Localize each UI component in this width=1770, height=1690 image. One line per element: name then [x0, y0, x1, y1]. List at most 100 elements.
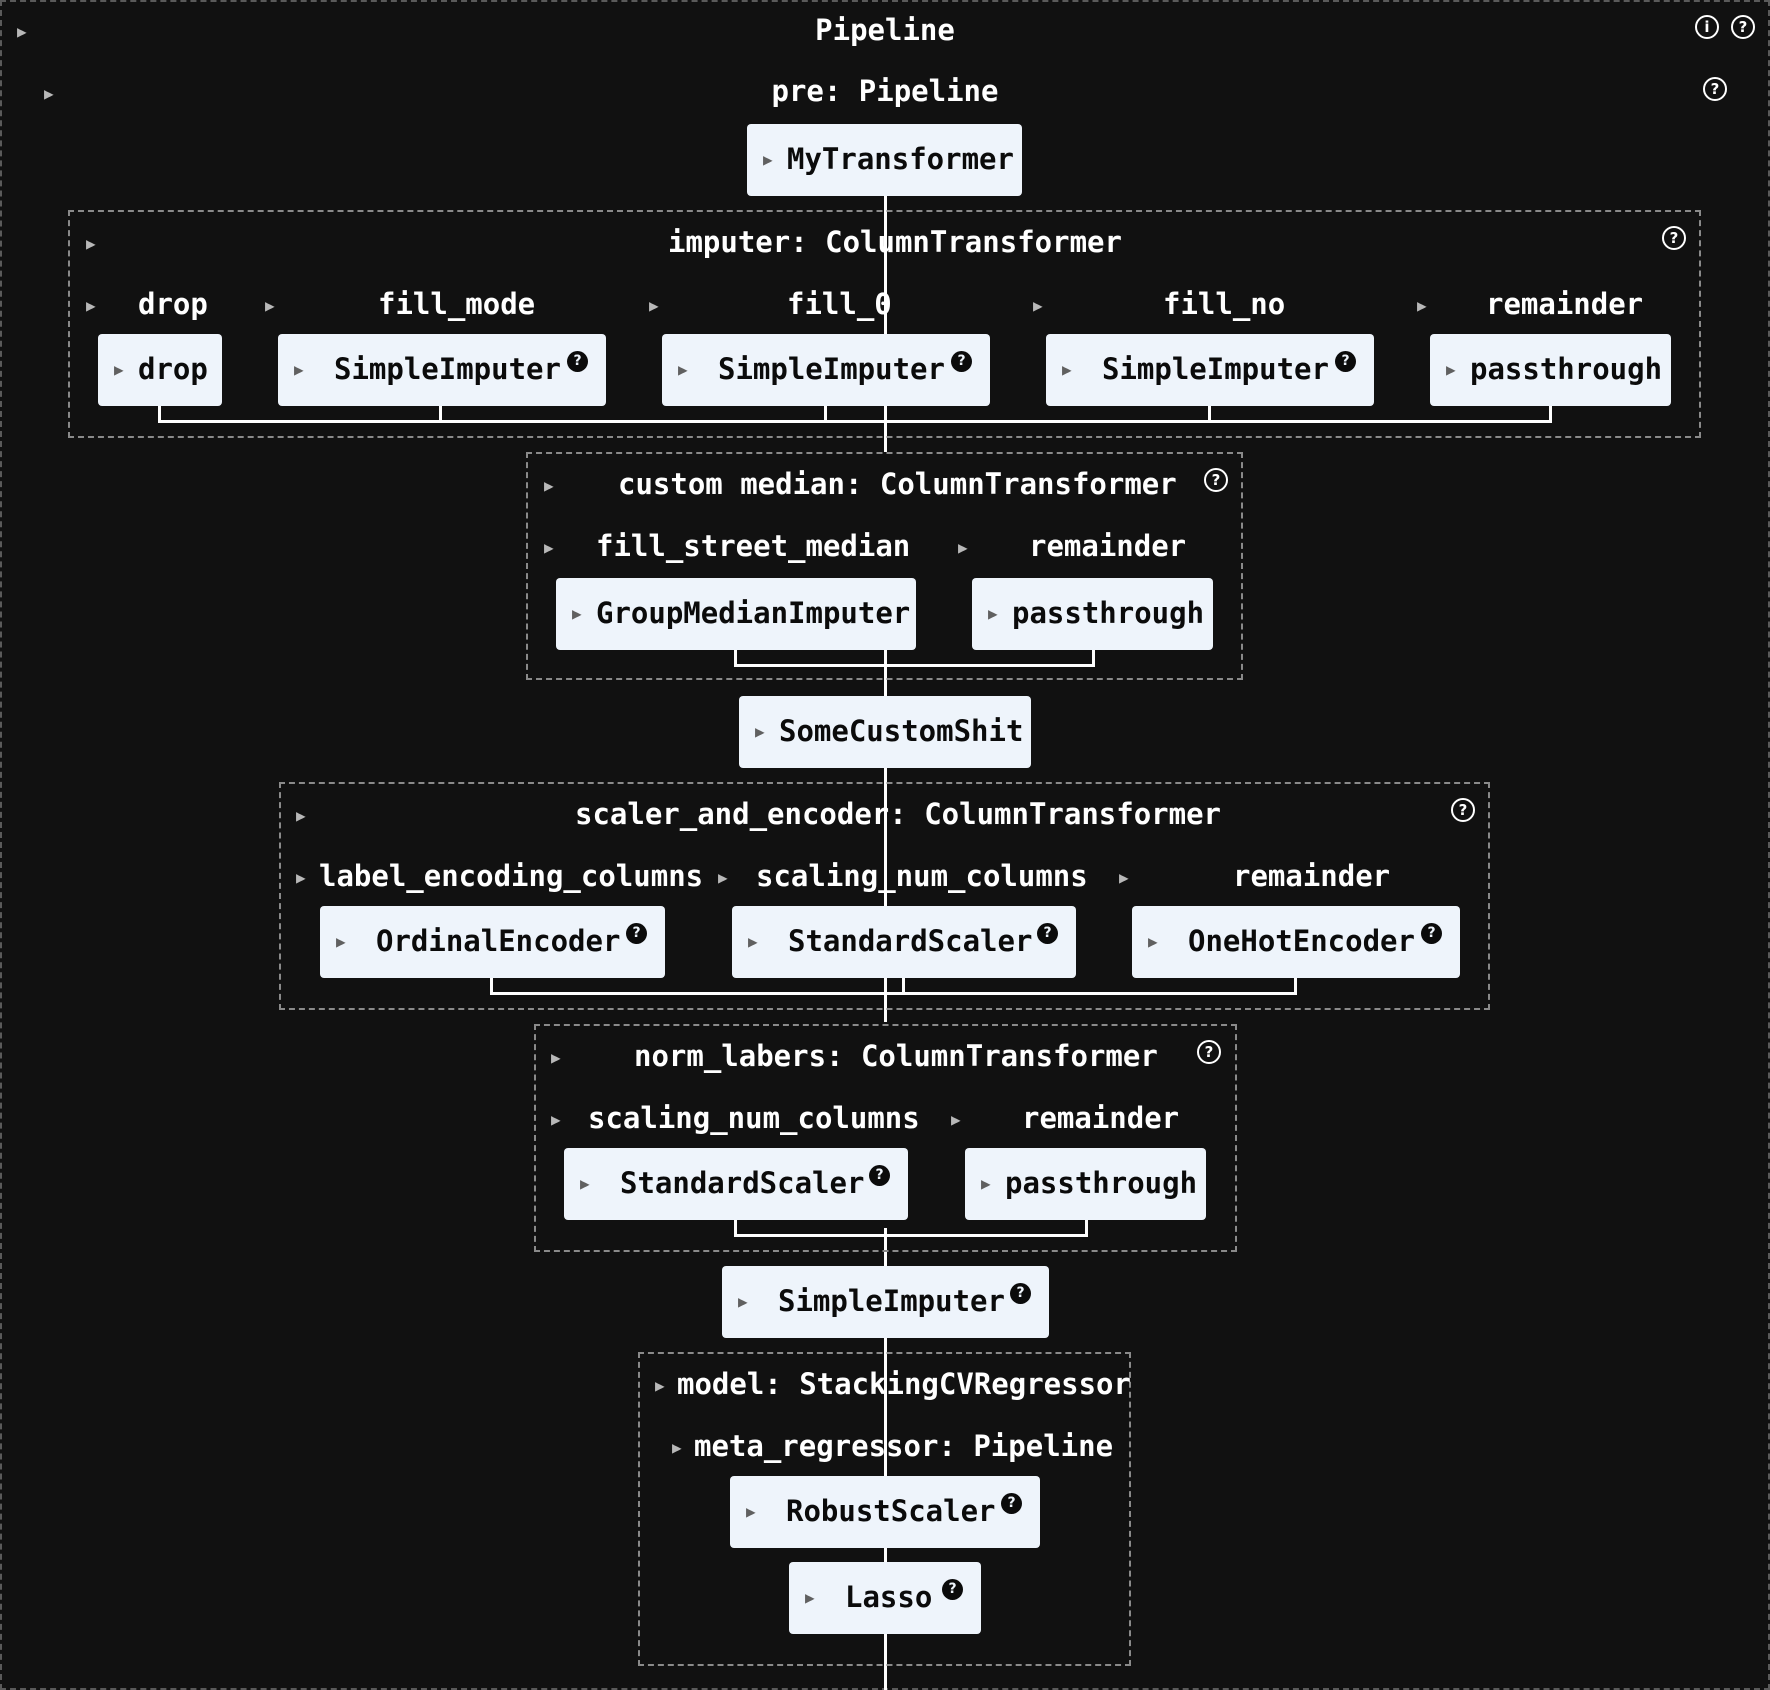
estimator-node[interactable]: ▶ Lasso ? [789, 1562, 981, 1634]
estimator-name: MyTransformer [787, 142, 1014, 176]
question-circle-icon[interactable]: ? [1662, 226, 1686, 250]
question-circle-icon[interactable]: ? [1731, 15, 1755, 39]
toggle-icon[interactable]: ▶ [655, 1376, 665, 1395]
toggle-icon[interactable]: ▶ [544, 538, 554, 557]
toggle-icon: ▶ [678, 360, 688, 379]
toggle-icon[interactable]: ▶ [1033, 296, 1043, 315]
estimator-name: GroupMedianImputer [596, 596, 911, 630]
column-label[interactable]: scaling_num_columns [756, 859, 1088, 893]
toggle-icon: ▶ [988, 604, 998, 623]
connector [158, 420, 1552, 423]
estimator-name: OneHotEncoder [1188, 924, 1415, 958]
estimator-name: passthrough [1012, 596, 1205, 630]
estimator-node[interactable]: ▶ RobustScaler ? [730, 1476, 1040, 1548]
column-label[interactable]: remainder [1029, 529, 1187, 563]
custom-median-title[interactable]: custom median: ColumnTransformer [618, 467, 1177, 501]
pipeline-title[interactable]: Pipeline [815, 13, 955, 47]
column-label[interactable]: fill_0 [787, 287, 892, 321]
column-label[interactable]: remainder [1486, 287, 1644, 321]
column-label[interactable]: drop [138, 287, 208, 321]
estimator-node[interactable]: ▶ StandardScaler ? [732, 906, 1076, 978]
column-label[interactable]: scaling_num_columns [588, 1101, 920, 1135]
question-icon[interactable]: ? [626, 923, 647, 944]
question-circle-icon[interactable]: ? [1703, 77, 1727, 101]
toggle-icon[interactable]: ▶ [718, 868, 728, 887]
estimator-node[interactable]: ▶ passthrough [972, 578, 1213, 650]
estimator-node[interactable]: ▶ passthrough [1430, 334, 1671, 406]
estimator-name: SimpleImputer [778, 1284, 1005, 1318]
question-icon[interactable]: ? [942, 1579, 963, 1600]
toggle-icon[interactable]: ▶ [296, 868, 306, 887]
toggle-icon[interactable]: ▶ [551, 1110, 561, 1129]
toggle-icon[interactable]: ▶ [1417, 296, 1427, 315]
connector [1294, 978, 1297, 995]
column-label[interactable]: remainder [1022, 1101, 1180, 1135]
toggle-icon[interactable]: ▶ [296, 806, 306, 825]
meta-regressor-title[interactable]: meta_regressor: Pipeline [694, 1429, 1114, 1463]
toggle-icon[interactable]: ▶ [17, 22, 27, 41]
estimator-node[interactable]: ▶ SimpleImputer ? [722, 1266, 1049, 1338]
toggle-icon[interactable]: ▶ [544, 476, 554, 495]
estimator-node[interactable]: ▶ SimpleImputer ? [1046, 334, 1374, 406]
question-circle-icon[interactable]: ? [1451, 798, 1475, 822]
toggle-icon: ▶ [572, 604, 582, 623]
question-icon[interactable]: ? [567, 351, 588, 372]
estimator-node[interactable]: ▶ SimpleImputer ? [662, 334, 990, 406]
question-icon[interactable]: ? [1421, 923, 1442, 944]
estimator-node[interactable]: ▶ SomeCustomShit [739, 696, 1031, 768]
toggle-icon[interactable]: ▶ [44, 84, 54, 103]
toggle-icon[interactable]: ▶ [551, 1048, 561, 1067]
question-icon[interactable]: ? [869, 1165, 890, 1186]
imputer-frame [68, 210, 1701, 438]
toggle-icon: ▶ [114, 360, 124, 379]
question-icon[interactable]: ? [1001, 1493, 1022, 1514]
toggle-icon: ▶ [805, 1588, 815, 1607]
estimator-node[interactable]: ▶ StandardScaler ? [564, 1148, 908, 1220]
scaler-and-encoder-title[interactable]: scaler_and_encoder: ColumnTransformer [575, 797, 1222, 831]
toggle-icon: ▶ [580, 1174, 590, 1193]
imputer-title[interactable]: imputer: ColumnTransformer [668, 225, 1122, 259]
estimator-node[interactable]: ▶ MyTransformer [747, 124, 1022, 196]
estimator-name: SimpleImputer [1102, 352, 1329, 386]
pre-title[interactable]: pre: Pipeline [771, 74, 999, 108]
toggle-icon: ▶ [336, 932, 346, 951]
question-circle-icon[interactable]: ? [1197, 1040, 1221, 1064]
connector [884, 1228, 887, 1270]
estimator-node[interactable]: ▶ drop [98, 334, 222, 406]
estimator-name: drop [138, 352, 208, 386]
connector [439, 406, 442, 423]
toggle-icon: ▶ [755, 722, 765, 741]
column-label[interactable]: fill_street_median [596, 529, 911, 563]
connector [734, 664, 1095, 667]
toggle-icon[interactable]: ▶ [951, 1110, 961, 1129]
question-icon[interactable]: ? [1335, 351, 1356, 372]
estimator-name: StandardScaler [620, 1166, 865, 1200]
estimator-node[interactable]: ▶ OneHotEncoder ? [1132, 906, 1460, 978]
info-circle-icon[interactable]: i [1695, 15, 1719, 39]
estimator-node[interactable]: ▶ SimpleImputer ? [278, 334, 606, 406]
estimator-node[interactable]: ▶ passthrough [965, 1148, 1206, 1220]
column-label[interactable]: fill_mode [378, 287, 536, 321]
toggle-icon[interactable]: ▶ [1119, 868, 1129, 887]
connector [1092, 650, 1095, 667]
column-label[interactable]: label_encoding_columns [319, 859, 704, 893]
toggle-icon[interactable]: ▶ [86, 296, 96, 315]
question-icon[interactable]: ? [1010, 1283, 1031, 1304]
toggle-icon[interactable]: ▶ [649, 296, 659, 315]
question-circle-icon[interactable]: ? [1204, 468, 1228, 492]
estimator-node[interactable]: ▶ OrdinalEncoder ? [320, 906, 665, 978]
toggle-icon[interactable]: ▶ [265, 296, 275, 315]
column-label[interactable]: remainder [1233, 859, 1391, 893]
toggle-icon[interactable]: ▶ [86, 234, 96, 253]
custom-median-frame [526, 452, 1243, 680]
toggle-icon[interactable]: ▶ [958, 538, 968, 557]
question-icon[interactable]: ? [1037, 923, 1058, 944]
connector [490, 992, 1297, 995]
question-icon[interactable]: ? [951, 351, 972, 372]
toggle-icon[interactable]: ▶ [672, 1438, 682, 1457]
toggle-icon: ▶ [746, 1502, 756, 1521]
estimator-node[interactable]: ▶ GroupMedianImputer [556, 578, 916, 650]
model-title[interactable]: model: StackingCVRegressor [677, 1367, 1131, 1401]
norm-labers-title[interactable]: norm_labers: ColumnTransformer [634, 1039, 1158, 1073]
column-label[interactable]: fill_no [1163, 287, 1286, 321]
